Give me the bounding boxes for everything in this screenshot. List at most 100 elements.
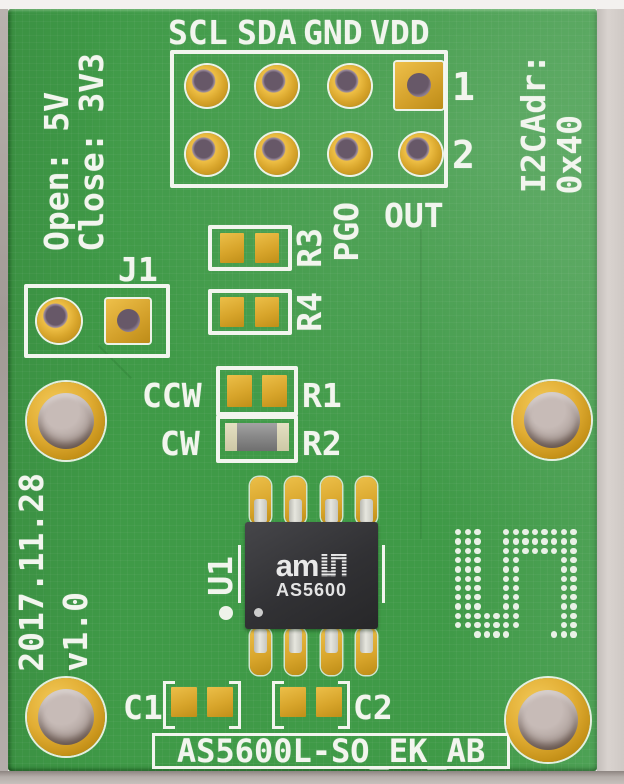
header-row1-number: 1 <box>452 65 475 109</box>
ams-brand-glyph-icon <box>321 553 347 577</box>
chip-pad-top-3 <box>321 477 342 525</box>
ams-logo-dot <box>560 556 567 564</box>
ams-logo-dot <box>512 603 519 610</box>
j1-silkscreen-outline <box>24 284 170 358</box>
j1-square-hole <box>117 309 140 332</box>
mounting-hole-right-bottom <box>506 678 590 762</box>
date-label: 2017.11.28 <box>12 473 51 672</box>
ams-logo-dot <box>503 631 510 638</box>
board-name-text: AS5600L-SO_EK_AB <box>176 732 486 770</box>
c1-footprint <box>163 681 241 729</box>
c2-pad-2 <box>316 687 342 717</box>
c2-bracket-left <box>272 681 284 729</box>
r1-label: R1 <box>302 376 342 415</box>
header-label-scl: SCL <box>168 13 228 52</box>
ams-logo-dot <box>464 622 471 629</box>
r2-resistor-terminal-left <box>225 423 237 451</box>
header-pad-gnd-1 <box>329 65 371 107</box>
chip-u1-body: am AS5600 <box>245 522 378 629</box>
r2-footprint-outline <box>216 415 298 463</box>
ams-logo-dot <box>474 612 481 620</box>
ams-logo-dot <box>560 547 567 554</box>
ams-logo-dot <box>570 575 577 582</box>
ams-logo-dot <box>570 622 577 629</box>
chip-outline-mark-left <box>238 545 241 603</box>
j1-label: J1 <box>118 250 158 289</box>
ams-logo-dot <box>541 547 548 554</box>
ams-logo-dot <box>560 612 567 620</box>
ams-logo-dot <box>464 584 471 592</box>
ams-logo-dot <box>455 538 462 545</box>
header-pad-sda-2 <box>256 133 298 175</box>
i2c-address-line2: 0x40 <box>550 115 589 195</box>
version-label: v1.0 <box>56 592 95 672</box>
ccw-label: CCW <box>142 376 202 415</box>
chip-pad-top-1 <box>250 477 271 525</box>
cw-label: CW <box>160 424 200 463</box>
chip-pad-bottom-4 <box>356 627 377 675</box>
ams-logo-dot <box>474 556 481 564</box>
header-pad-out-2 <box>400 133 442 175</box>
ams-logo-dot <box>455 547 462 554</box>
pgo-label: PGO <box>327 202 366 262</box>
ams-logo-dot <box>455 575 462 582</box>
ams-logo-dot <box>474 547 481 554</box>
ams-logo-dot <box>512 529 519 536</box>
ams-logo-dot <box>560 566 567 573</box>
r2-resistor-terminal-right <box>277 423 289 451</box>
ams-logo-dot <box>455 612 462 620</box>
ams-logo-dot <box>512 575 519 582</box>
ams-logo-dot <box>570 594 577 601</box>
ams-logo-dot <box>474 566 481 573</box>
header-pad-gnd-2 <box>329 133 371 175</box>
ams-logo-dot <box>464 566 471 573</box>
ams-logo-dot <box>522 529 529 536</box>
c2-pad-1 <box>280 687 306 717</box>
ams-logo-dot <box>503 547 510 554</box>
ams-logo-dot <box>541 538 548 545</box>
header-label-vdd: VDD <box>370 13 430 52</box>
chip-pin1-dot <box>254 608 263 617</box>
chip-pad-bottom-3 <box>321 627 342 675</box>
ams-logo-dot <box>483 622 491 629</box>
mounting-hole-left-bottom <box>27 678 105 756</box>
ams-logo-dot <box>531 538 539 545</box>
ams-logo-dot <box>512 584 519 592</box>
ams-logo-dot <box>503 566 510 573</box>
ams-logo-dot <box>503 603 510 610</box>
r3-footprint-outline <box>208 225 292 271</box>
r2-label: R2 <box>302 424 342 463</box>
ams-logo-dot <box>493 612 500 620</box>
ams-logo-dot <box>531 529 539 536</box>
background-bottom <box>0 771 624 784</box>
r3-pad-1 <box>220 233 244 263</box>
ams-logo-dot <box>560 594 567 601</box>
ams-logo-dot <box>503 529 510 536</box>
ams-logo-dot <box>560 584 567 592</box>
ams-logo-dot <box>570 529 577 536</box>
ams-logo-dot <box>455 556 462 564</box>
header-pad-vdd-pin1 <box>395 62 443 109</box>
ams-logo-dot <box>551 547 558 554</box>
mounting-hole-right-middle <box>513 381 591 459</box>
background-top <box>0 0 624 9</box>
ams-logo-dot <box>455 594 462 601</box>
ams-logo-dot <box>503 575 510 582</box>
r4-pad-2 <box>255 297 279 327</box>
chip-brand-row: am <box>245 548 378 582</box>
c1-pad-1 <box>171 687 197 717</box>
ams-logo-dot <box>570 603 577 610</box>
ams-logo-dot <box>483 631 491 638</box>
chip-outline-mark-right <box>382 545 385 603</box>
r1-pad-1 <box>227 375 252 407</box>
ams-logo-dot <box>570 612 577 620</box>
ams-logo-dot <box>560 631 567 638</box>
ams-logo-dot <box>570 631 577 638</box>
u1-label: U1 <box>201 556 240 596</box>
header-pad-scl-2 <box>186 133 228 175</box>
c1-pad-2 <box>207 687 233 717</box>
ams-logo-dot <box>560 538 567 545</box>
ams-logo-dot <box>474 575 481 582</box>
ams-logo-dot <box>551 529 558 536</box>
